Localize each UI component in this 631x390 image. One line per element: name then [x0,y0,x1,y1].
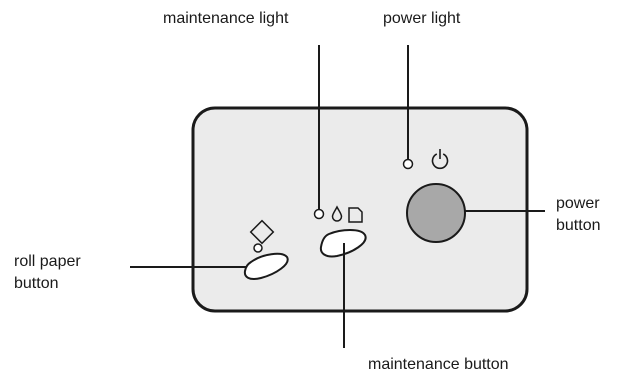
maintenance-light [313,208,325,220]
power-button-label: power button [556,193,600,237]
power-symbol-icon [431,149,449,170]
paper-sheet-icon [348,207,363,223]
power-button[interactable] [406,183,466,243]
power-button-label-line2: button [556,217,601,234]
roll-paper-icon [249,219,275,253]
maintenance-light-label: maintenance light [163,10,289,27]
roll-paper-button-label: roll paper button [14,251,81,295]
power-light-label: power light [383,10,461,27]
power-light [402,158,414,170]
ink-drop-icon [331,205,343,222]
maintenance-button-label: maintenance button [368,356,509,373]
roll-paper-label-line1: roll paper [14,253,81,270]
power-button-label-line1: power [556,195,600,212]
roll-paper-label-line2: button [14,275,59,292]
